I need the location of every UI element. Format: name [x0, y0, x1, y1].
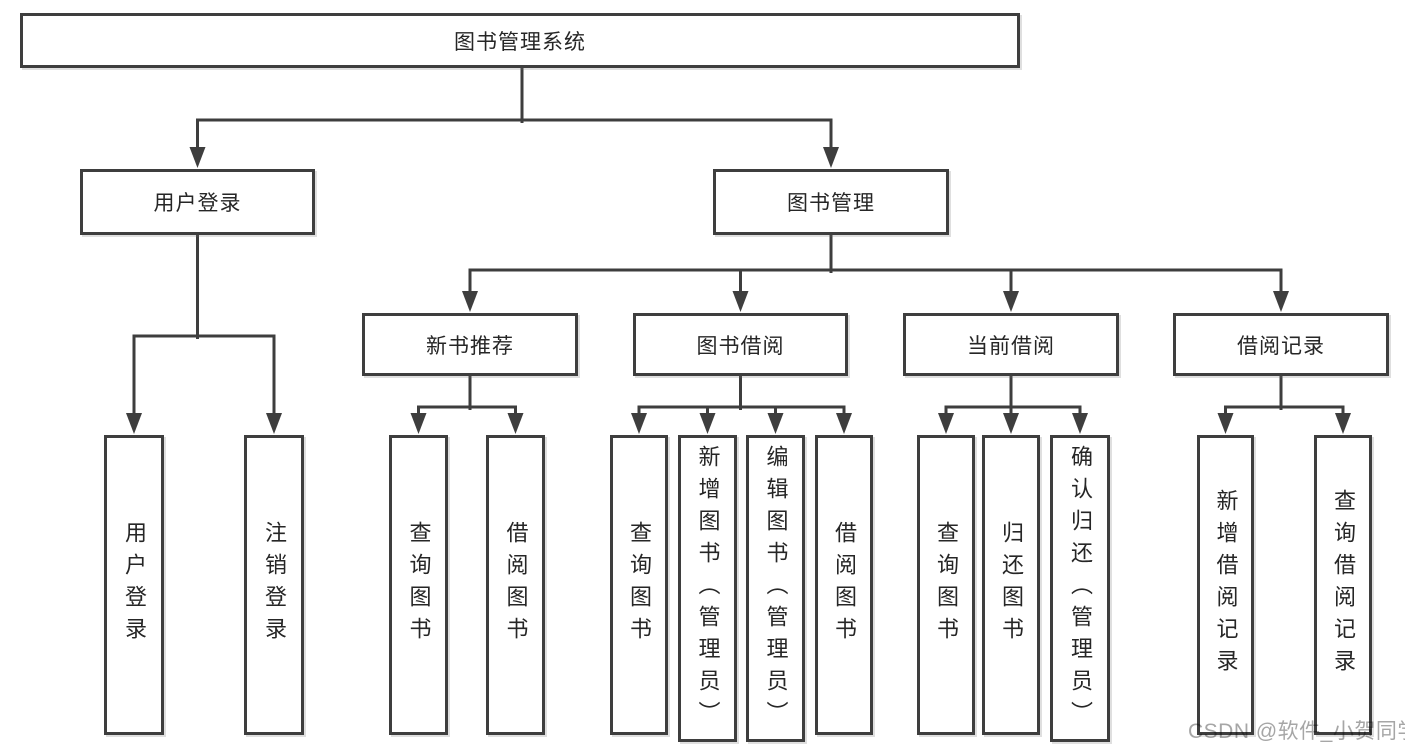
leaf-add-books-admin: 新增图书（管理员） — [678, 435, 737, 742]
leaf-query-books-current-label: 查询图书 — [934, 521, 959, 649]
node-borrowing-records-label: 借阅记录 — [1237, 334, 1325, 358]
arrowhead-icon — [938, 413, 954, 434]
leaf-borrow-books-recommend: 借阅图书 — [486, 435, 545, 735]
arrowhead-icon — [189, 147, 206, 168]
arrowhead-icon — [631, 413, 647, 434]
leaf-query-books-recommend: 查询图书 — [389, 435, 448, 735]
node-book-management: 图书管理 — [713, 169, 949, 235]
edge-new-book-recommendation-to-leaves — [417, 374, 517, 420]
arrowhead-icon — [507, 413, 524, 434]
arrowhead-icon — [699, 413, 716, 434]
leaf-confirm-return-admin-label: 确认归还（管理员） — [1068, 444, 1093, 733]
leaf-borrow-books-label: 借阅图书 — [832, 521, 857, 649]
leaf-user-login: 用户登录 — [104, 435, 164, 735]
edge-borrowing-records-to-leaves — [1224, 374, 1345, 420]
edge-root-to-level2 — [196, 66, 833, 154]
node-root-label: 图书管理系统 — [454, 30, 586, 54]
leaf-query-books-borrow-label: 查询图书 — [627, 521, 652, 649]
arrowhead-icon — [1003, 291, 1019, 312]
leaf-add-borrow-record: 新增借阅记录 — [1197, 435, 1254, 735]
arrowhead-icon — [1273, 291, 1289, 312]
leaf-add-books-admin-label: 新增图书（管理员） — [695, 444, 721, 733]
node-current-borrowing-label: 当前借阅 — [967, 334, 1055, 358]
connector-edges — [132, 66, 1345, 420]
arrowhead-icon — [1003, 413, 1019, 434]
node-user-login-label: 用户登录 — [153, 192, 242, 215]
leaf-query-borrow-record-label: 查询借阅记录 — [1331, 489, 1356, 681]
node-borrowing-records: 借阅记录 — [1173, 313, 1389, 376]
edge-user-login-to-leaves — [132, 233, 276, 420]
leaf-edit-books-admin-label: 编辑图书（管理员） — [763, 444, 789, 733]
edge-current-borrowing-to-leaves — [944, 374, 1082, 420]
arrowhead-icon — [836, 413, 852, 434]
arrowhead-icon — [1217, 413, 1234, 434]
arrowheads — [126, 147, 1351, 434]
arrowhead-icon — [823, 147, 839, 168]
arrowhead-icon — [410, 413, 427, 434]
leaf-logout-label: 注销登录 — [262, 521, 287, 649]
node-new-book-recommendation: 新书推荐 — [362, 313, 578, 376]
arrowhead-icon — [266, 413, 282, 434]
node-new-book-recommendation-label: 新书推荐 — [426, 334, 514, 358]
leaf-query-books-current: 查询图书 — [917, 435, 975, 735]
arrowhead-icon — [767, 413, 784, 434]
leaf-add-borrow-record-label: 新增借阅记录 — [1213, 489, 1239, 681]
arrowhead-icon — [1072, 413, 1088, 434]
node-current-borrowing: 当前借阅 — [903, 313, 1119, 376]
leaf-query-borrow-record: 查询借阅记录 — [1314, 435, 1372, 735]
leaf-return-books-label: 归还图书 — [999, 521, 1024, 649]
node-book-management-label: 图书管理 — [787, 192, 875, 215]
leaf-borrow-books: 借阅图书 — [815, 435, 873, 735]
leaf-query-books-borrow: 查询图书 — [610, 435, 668, 735]
leaf-user-login-label: 用户登录 — [122, 521, 147, 649]
leaf-confirm-return-admin: 确认归还（管理员） — [1050, 435, 1110, 742]
leaf-borrow-books-recommend-label: 借阅图书 — [503, 521, 529, 649]
edge-book-management-to-level3 — [468, 233, 1283, 299]
arrowhead-icon — [126, 413, 142, 434]
node-user-login: 用户登录 — [80, 169, 315, 235]
edge-book-borrowing-to-leaves — [637, 374, 846, 420]
node-book-borrowing: 图书借阅 — [633, 313, 848, 376]
arrowhead-icon — [1335, 413, 1351, 434]
leaf-edit-books-admin: 编辑图书（管理员） — [746, 435, 805, 742]
leaf-logout: 注销登录 — [244, 435, 304, 735]
watermark: CSDN @软件_小贺同学 — [1188, 720, 1405, 743]
leaf-query-books-recommend-label: 查询图书 — [406, 521, 432, 649]
leaf-return-books: 归还图书 — [982, 435, 1040, 735]
node-book-borrowing-label: 图书借阅 — [696, 334, 785, 358]
node-root: 图书管理系统 — [20, 13, 1020, 68]
arrowhead-icon — [732, 291, 749, 312]
arrowhead-icon — [462, 291, 478, 312]
